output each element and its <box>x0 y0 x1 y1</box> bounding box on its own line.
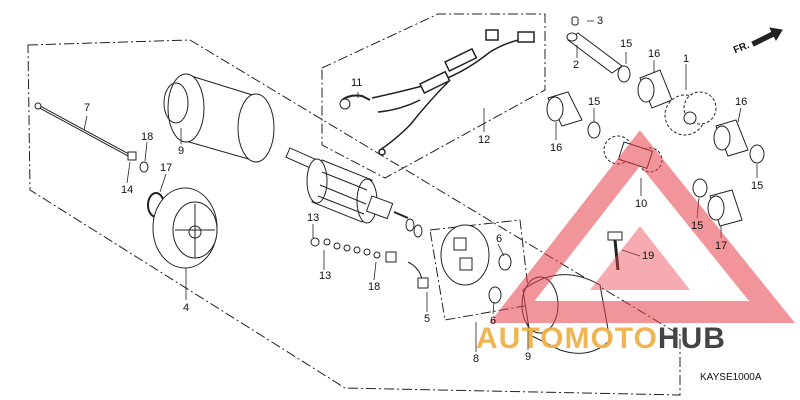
brush-springs-6 <box>488 253 512 304</box>
callout-15b: 15 <box>588 96 601 108</box>
callout-9b: 9 <box>525 351 532 363</box>
watermark-logo <box>489 130 795 323</box>
callout-19: 19 <box>642 250 655 262</box>
armature <box>285 147 409 224</box>
callout-15a: 15 <box>620 38 633 50</box>
callout-18b: 18 <box>368 281 381 293</box>
diagram-code: KAYSE1000A <box>700 372 762 383</box>
callout-13a: 13 <box>307 212 320 224</box>
callout-17b: 17 <box>715 240 728 252</box>
callout-leaders <box>83 20 758 352</box>
callout-9a: 9 <box>178 145 185 157</box>
yoke-housing-9 <box>163 73 275 163</box>
callout-13b: 13 <box>319 270 332 282</box>
pin-3 <box>571 16 579 26</box>
callout-15d: 15 <box>691 220 704 232</box>
callout-6b: 6 <box>490 315 497 327</box>
callout-2: 2 <box>573 59 580 71</box>
callout-18a: 18 <box>141 131 154 143</box>
o-ring-18 <box>139 161 149 173</box>
starter-assembly-outline <box>27 39 681 396</box>
callout-17a: 17 <box>160 162 173 174</box>
callout-3: 3 <box>597 15 604 27</box>
callout-15c: 15 <box>751 180 764 192</box>
brush-holder-8 <box>440 224 490 286</box>
callout-16a: 16 <box>648 48 661 60</box>
callout-11: 11 <box>351 77 363 89</box>
front-direction-arrow <box>751 27 783 47</box>
callout-4: 4 <box>183 302 190 314</box>
watermark-text-accent: HUB <box>657 322 726 355</box>
bolt-19 <box>607 231 623 271</box>
terminal-11 <box>339 94 371 110</box>
bearing-17b <box>707 189 743 227</box>
callout-8: 8 <box>473 353 480 365</box>
callout-1: 1 <box>683 53 690 65</box>
callout-7: 7 <box>84 102 91 114</box>
front-cover-4 <box>152 187 218 269</box>
washers-15 <box>587 65 765 198</box>
shims <box>405 218 423 238</box>
callout-12: 12 <box>478 134 491 146</box>
callout-16b: 16 <box>550 142 563 154</box>
long-bolt-7 <box>34 102 137 161</box>
callout-5: 5 <box>424 313 431 325</box>
callout-16c: 16 <box>735 96 748 108</box>
reduction-gear-1 <box>664 91 717 136</box>
watermark-text: AUTOMOTOHUB <box>476 322 726 356</box>
cable-group-outline <box>321 13 546 179</box>
watermark-text-main: AUTOMOTO <box>476 322 658 355</box>
starter-cable-12 <box>371 29 535 156</box>
callout-6a: 6 <box>496 233 503 245</box>
callout-14: 14 <box>121 184 134 196</box>
callout-10: 10 <box>635 198 648 210</box>
brush-5 <box>407 261 429 289</box>
terminal-hardware <box>310 237 397 263</box>
